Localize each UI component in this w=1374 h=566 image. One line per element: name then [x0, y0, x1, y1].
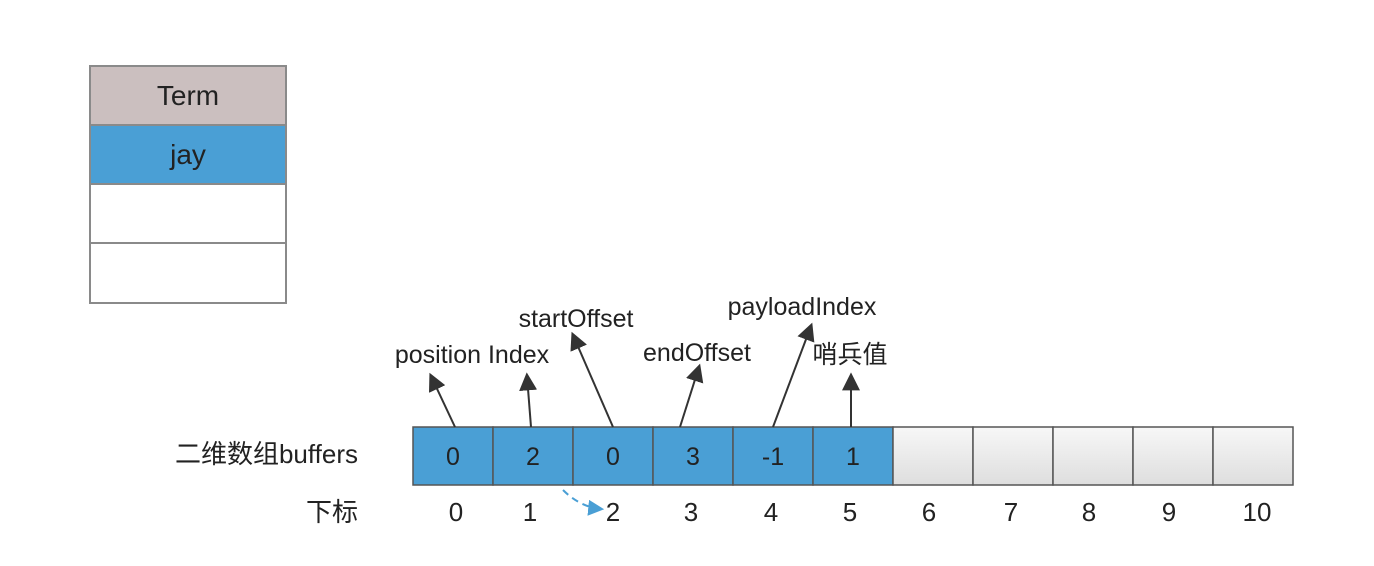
buffer-cell	[732, 426, 814, 486]
index-label: 8	[1082, 497, 1096, 527]
row-label-buffers: 二维数组buffers	[175, 439, 358, 469]
annotation-label: startOffset	[519, 305, 634, 333]
dashed-move-arrow	[562, 489, 605, 516]
buffer-cell	[412, 426, 494, 486]
index-labels: 0 1 2 3 4 5 6 7 8 9 10	[449, 497, 1272, 527]
buffer-cell	[1132, 426, 1214, 486]
pointer-arrow	[772, 322, 815, 428]
buffer-cells: 0 2 0 3 -1 1	[412, 426, 1294, 486]
index-label: 4	[764, 497, 778, 527]
term-header: Term	[91, 67, 285, 126]
term-value: jay	[170, 138, 206, 170]
buffer-cell	[1212, 426, 1294, 486]
index-label: 6	[922, 497, 936, 527]
annotation-label: position Index	[395, 341, 550, 369]
index-label: 5	[843, 497, 857, 527]
buffer-cell	[972, 426, 1054, 486]
term-row-jay: jay	[91, 126, 285, 185]
index-label: 0	[449, 497, 463, 527]
index-label: 3	[684, 497, 698, 527]
term-row-empty	[91, 185, 285, 244]
term-header-label: Term	[156, 79, 220, 111]
buffer-cell	[812, 426, 894, 486]
buffer-cell-value: 0	[446, 443, 460, 471]
annotation-label: endOffset	[643, 339, 751, 367]
row-label-index: 下标	[306, 497, 358, 527]
pointer-arrow	[570, 331, 614, 428]
buffer-cell-value: -1	[762, 443, 784, 471]
buffer-cell-value: 0	[606, 443, 620, 471]
buffer-cell	[652, 426, 734, 486]
annotations: position Index startOffset endOffset payloa…	[395, 293, 888, 428]
pointer-arrow	[428, 372, 456, 428]
index-label: 9	[1162, 497, 1176, 527]
pointer-arrow	[679, 363, 704, 428]
term-row-empty	[91, 244, 285, 302]
term-table: Term jay	[89, 65, 287, 304]
buffer-cell-value: 1	[846, 443, 860, 471]
buffer-cell-value: 2	[526, 443, 540, 471]
buffer-cell-value: 3	[686, 443, 700, 471]
index-label: 2	[606, 497, 620, 527]
index-label: 10	[1243, 497, 1272, 527]
index-label: 1	[523, 497, 537, 527]
buffer-cell	[492, 426, 574, 486]
annotation-label: payloadIndex	[728, 293, 877, 321]
buffer-cell	[1052, 426, 1134, 486]
index-label: 7	[1004, 497, 1018, 527]
buffer-cell	[892, 426, 974, 486]
annotation-label: 哨兵值	[812, 341, 887, 369]
pointer-arrow	[519, 372, 538, 428]
